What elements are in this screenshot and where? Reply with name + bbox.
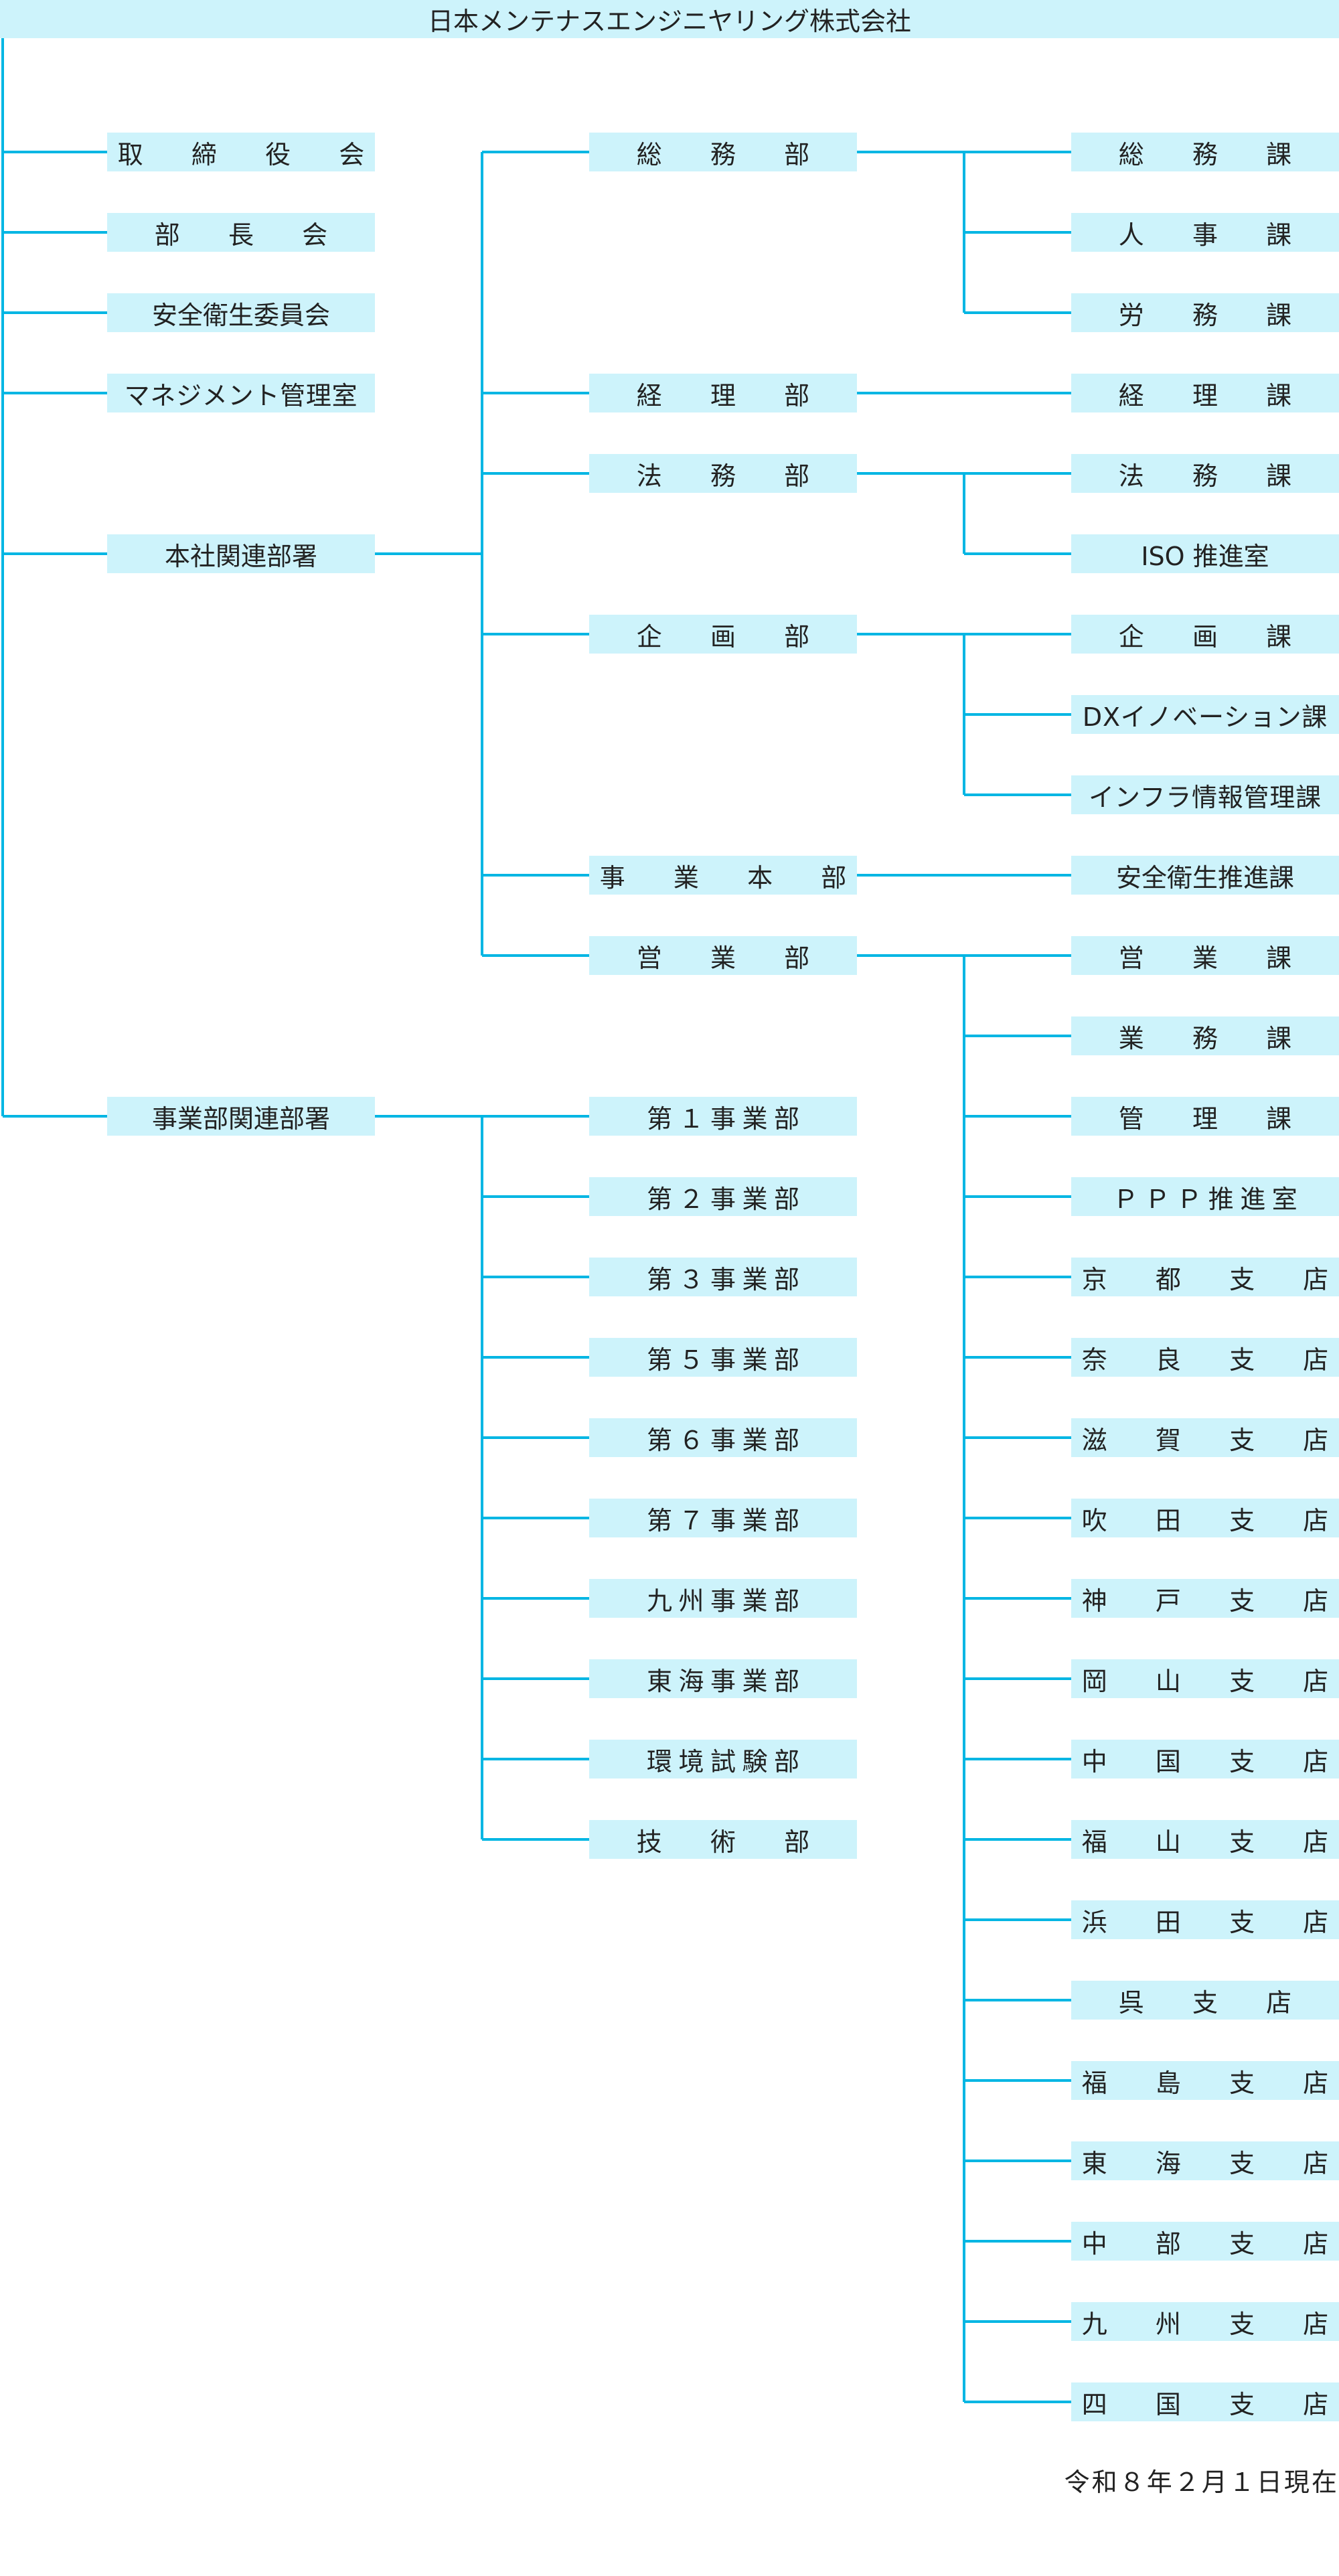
branch-box: 奈 良 支 店	[1071, 1338, 1339, 1377]
business-dept-box: 環境試験部	[589, 1740, 857, 1778]
section-box: 企 画 課	[1071, 615, 1339, 654]
business-dept-box: 第３事業部	[589, 1258, 857, 1296]
branch-box: 四 国 支 店	[1071, 2382, 1339, 2421]
section-box: 労 務 課	[1071, 293, 1339, 332]
board-of-directors-box: 取 締 役 会	[107, 133, 375, 171]
section-box: 総 務 課	[1071, 133, 1339, 171]
sales-section-box: 管 理 課	[1071, 1097, 1339, 1136]
company-title: 日本メンテナスエンジニヤリング株式会社	[0, 0, 1339, 38]
department-heads-meeting-box: 部 長 会	[107, 213, 375, 252]
branch-box: 滋 賀 支 店	[1071, 1418, 1339, 1457]
branch-box: 中 部 支 店	[1071, 2222, 1339, 2261]
business-dept-box: 第７事業部	[589, 1499, 857, 1537]
section-box: DXイノベーション課	[1071, 695, 1339, 734]
branch-box: 神 戸 支 店	[1071, 1579, 1339, 1618]
as-of-date: 令和８年２月１日現在	[1064, 2467, 1339, 2497]
safety-health-committee-box: 安全衛生委員会	[107, 293, 375, 332]
branch-box: 京 都 支 店	[1071, 1258, 1339, 1296]
hq-dept-box: 営 業 部	[589, 936, 857, 975]
business-departments-box: 事業部関連部署	[107, 1097, 375, 1136]
branch-box: 浜 田 支 店	[1071, 1900, 1339, 1939]
branch-box: 福 島 支 店	[1071, 2061, 1339, 2100]
branch-box: 吹 田 支 店	[1071, 1499, 1339, 1537]
section-box: 人 事 課	[1071, 213, 1339, 252]
section-box: 安全衛生推進課	[1071, 856, 1339, 895]
management-office-box: マネジメント管理室	[107, 374, 375, 412]
branch-box: 九 州 支 店	[1071, 2302, 1339, 2341]
section-box: ISO 推進室	[1071, 534, 1339, 573]
hq-dept-box: 法 務 部	[589, 454, 857, 493]
business-dept-box: 東海事業部	[589, 1659, 857, 1698]
business-dept-box: 第２事業部	[589, 1177, 857, 1216]
hq-dept-box: 総 務 部	[589, 133, 857, 171]
branch-box: 呉 支 店	[1071, 1981, 1339, 2020]
business-dept-box: 技 術 部	[589, 1820, 857, 1859]
section-box: 法 務 課	[1071, 454, 1339, 493]
sales-section-box: ＰＰＰ推進室	[1071, 1177, 1339, 1216]
hq-dept-box: 企 画 部	[589, 615, 857, 654]
branch-box: 中 国 支 店	[1071, 1740, 1339, 1778]
section-box: インフラ情報管理課	[1071, 775, 1339, 814]
branch-box: 岡 山 支 店	[1071, 1659, 1339, 1698]
section-box: 経 理 課	[1071, 374, 1339, 412]
hq-dept-box: 事 業 本 部	[589, 856, 857, 895]
business-dept-box: 第１事業部	[589, 1097, 857, 1136]
sales-section-box: 業 務 課	[1071, 1016, 1339, 1055]
business-dept-box: 九州事業部	[589, 1579, 857, 1618]
branch-box: 東 海 支 店	[1071, 2141, 1339, 2180]
sales-section-box: 営 業 課	[1071, 936, 1339, 975]
hq-dept-box: 経 理 部	[589, 374, 857, 412]
branch-box: 福 山 支 店	[1071, 1820, 1339, 1859]
business-dept-box: 第５事業部	[589, 1338, 857, 1377]
business-dept-box: 第６事業部	[589, 1418, 857, 1457]
hq-departments-box: 本社関連部署	[107, 534, 375, 573]
